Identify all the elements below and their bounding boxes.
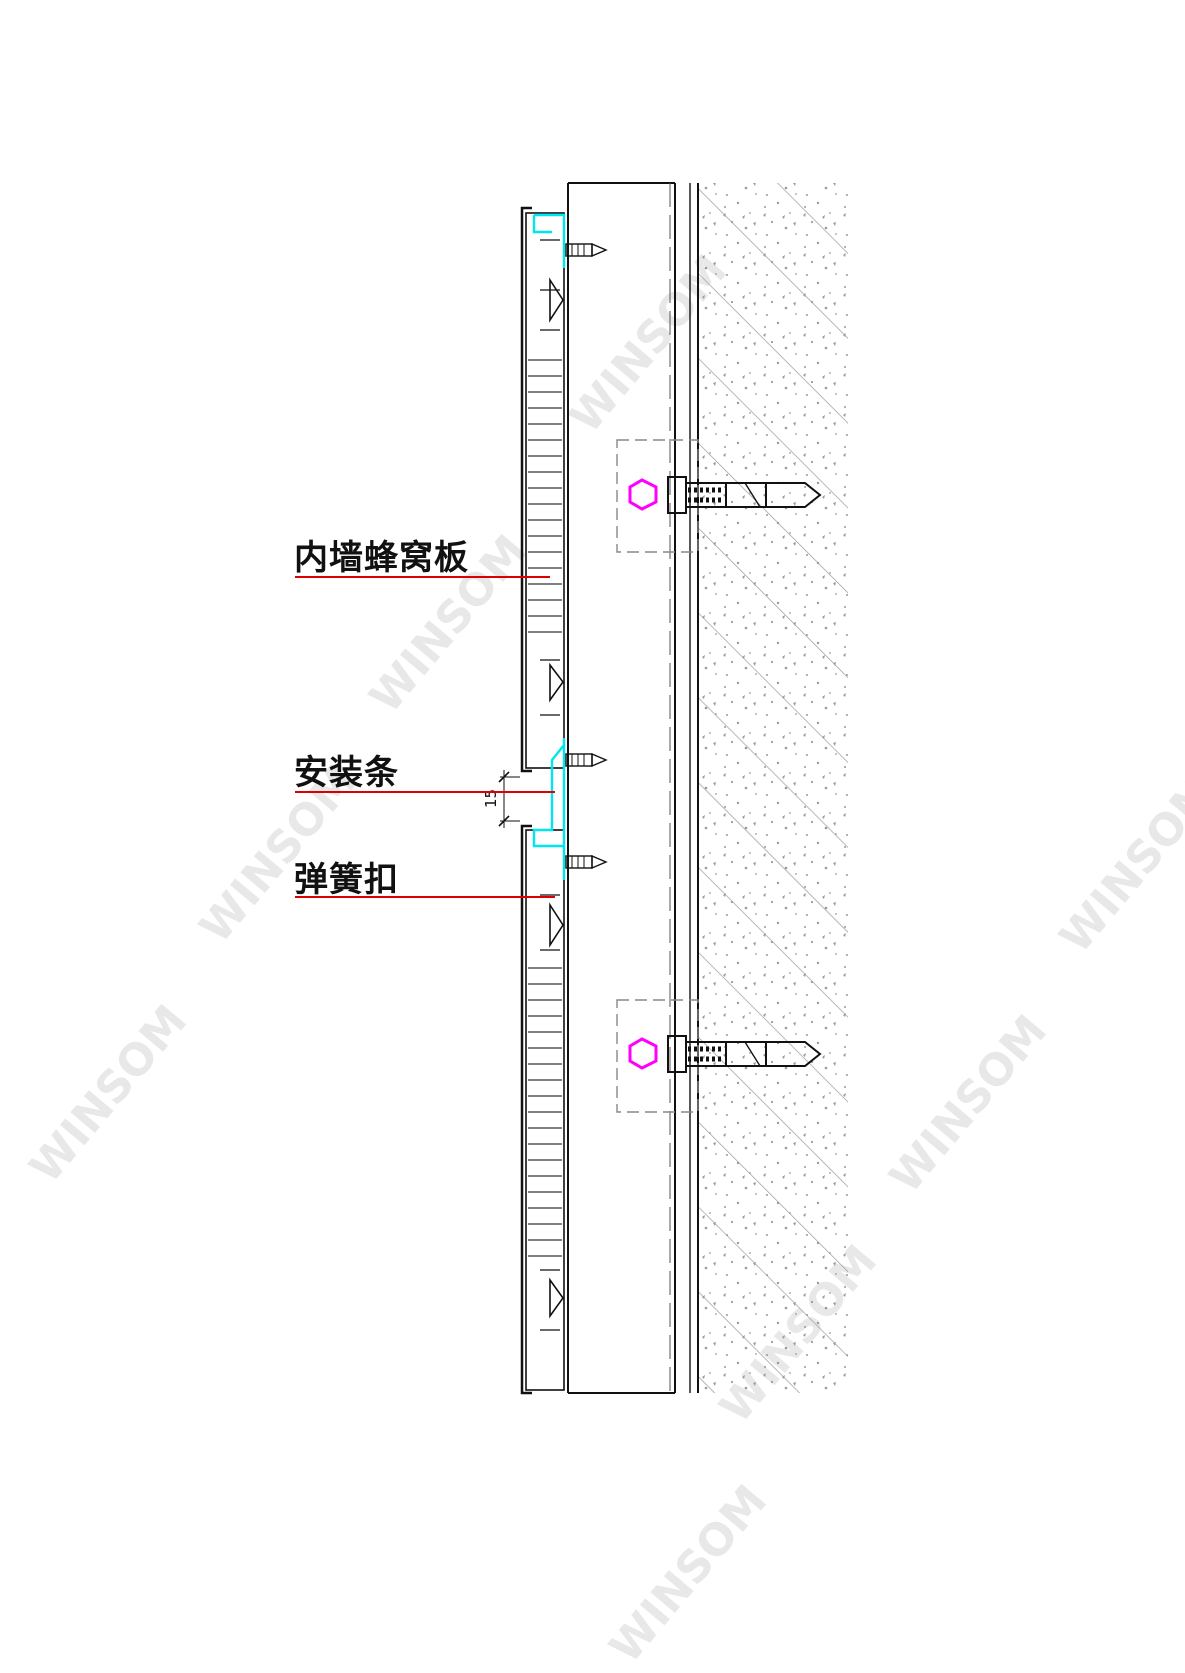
concrete-wall [697,183,848,1393]
screw-middle [565,752,608,768]
screw-top [565,242,608,258]
mounting-strip-top [532,213,566,268]
anchor-bolt-lower [616,999,822,1113]
honeycomb-panel-upper [520,206,565,773]
honeycomb-panel-lower [520,824,565,1395]
label-mounting-strip: 安装条 [294,753,399,793]
gap-dimension: 15 [482,770,520,828]
gap-dimension-text: 15 [482,789,500,808]
keel-frame [567,182,691,1394]
anchor-bolt-upper [616,439,822,553]
screw-lower [565,854,608,870]
label-honeycomb-panel: 内墙蜂窝板 [294,538,469,578]
mounting-strip-middle [532,738,566,880]
label-spring-clip: 弹簧扣 [294,860,399,900]
